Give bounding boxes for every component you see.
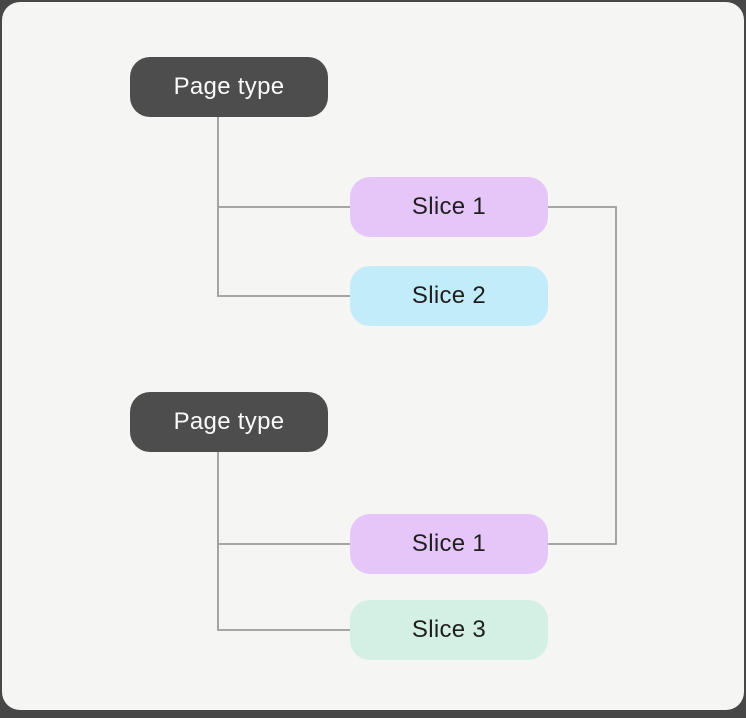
node-slice-1-top-label: Slice 1 [411, 193, 487, 220]
node-slice-2: Slice 2 [350, 266, 548, 326]
node-page-type-2: Page type [130, 392, 328, 452]
node-slice-2-label: Slice 2 [411, 282, 487, 309]
node-page-type-2-label: Page type [173, 408, 285, 435]
node-slice-1-bottom: Slice 1 [350, 514, 548, 574]
node-slice-1-bottom-label: Slice 1 [411, 530, 487, 557]
node-page-type-1-label: Page type [173, 73, 285, 100]
node-slice-1-top: Slice 1 [350, 177, 548, 237]
node-slice-3: Slice 3 [350, 600, 548, 660]
node-page-type-1: Page type [130, 57, 328, 117]
node-slice-3-label: Slice 3 [411, 616, 487, 643]
